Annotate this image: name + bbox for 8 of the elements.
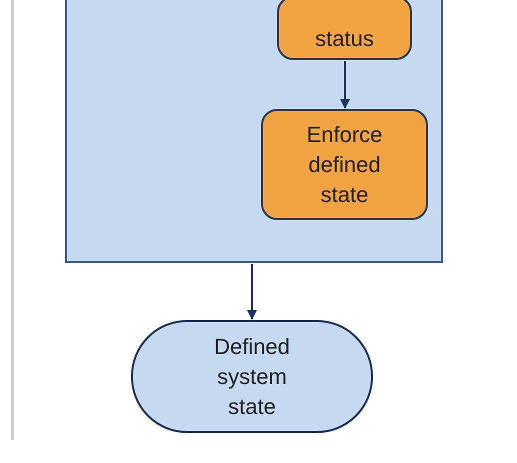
node-label: status (314, 25, 375, 53)
process-box (261, 109, 428, 220)
arrow (340, 61, 350, 109)
arrow (247, 264, 257, 320)
process-box (277, 0, 412, 60)
container-box (65, 0, 443, 263)
node-label: Defined system state (213, 332, 291, 420)
node-label: Enforce defined state (306, 120, 384, 208)
